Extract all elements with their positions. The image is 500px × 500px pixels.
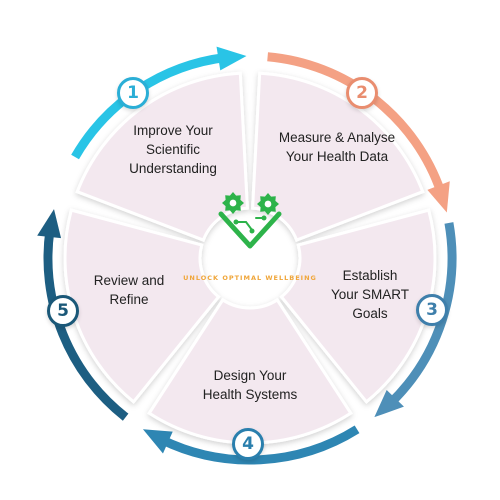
cycle-segments: [63, 71, 437, 445]
segment-step-1: [75, 71, 249, 243]
segment-step-5: [63, 208, 221, 404]
segment-step-3: [279, 208, 437, 404]
step-5-badge: 5: [47, 295, 79, 327]
heart-gears-circuit-icon: [218, 192, 282, 249]
circuit-node: [249, 228, 255, 234]
arrow-arc-5: [43, 229, 129, 421]
step-1-badge: 1: [117, 77, 149, 109]
step-4-label: Design Your Health Systems: [202, 368, 298, 402]
step-2-label: Measure & Analyse Your Health Data: [278, 130, 396, 164]
step-5-label: Review and Refine: [93, 273, 165, 307]
arrow-head-4: [142, 429, 173, 454]
step-3-badge: 3: [416, 294, 448, 326]
circuit-node: [261, 215, 267, 221]
arrow-arc-4: [159, 425, 360, 465]
arrow-head-2: [427, 181, 450, 213]
segment-step-2: [251, 71, 425, 243]
arrow-head-3: [374, 389, 404, 418]
circuit-lines: [237, 217, 263, 231]
gear-left-icon-hub: [229, 199, 237, 207]
circuit-node: [233, 219, 239, 225]
step-4-badge: 4: [232, 428, 264, 460]
arrow-head-5: [37, 209, 62, 239]
arrow-head-1: [216, 46, 247, 71]
step-1-label: Improve Your Scientific Understanding: [129, 123, 217, 176]
heart-bottom-shape: [218, 211, 282, 249]
step-3-label: Establish Your SMART Goals: [330, 268, 410, 321]
step-2-badge: 2: [346, 77, 378, 109]
segment-step-4: [147, 297, 353, 445]
center-tagline: UNLOCK OPTIMAL WELLBEING: [183, 274, 317, 282]
gear-right-icon-hub: [264, 200, 272, 208]
